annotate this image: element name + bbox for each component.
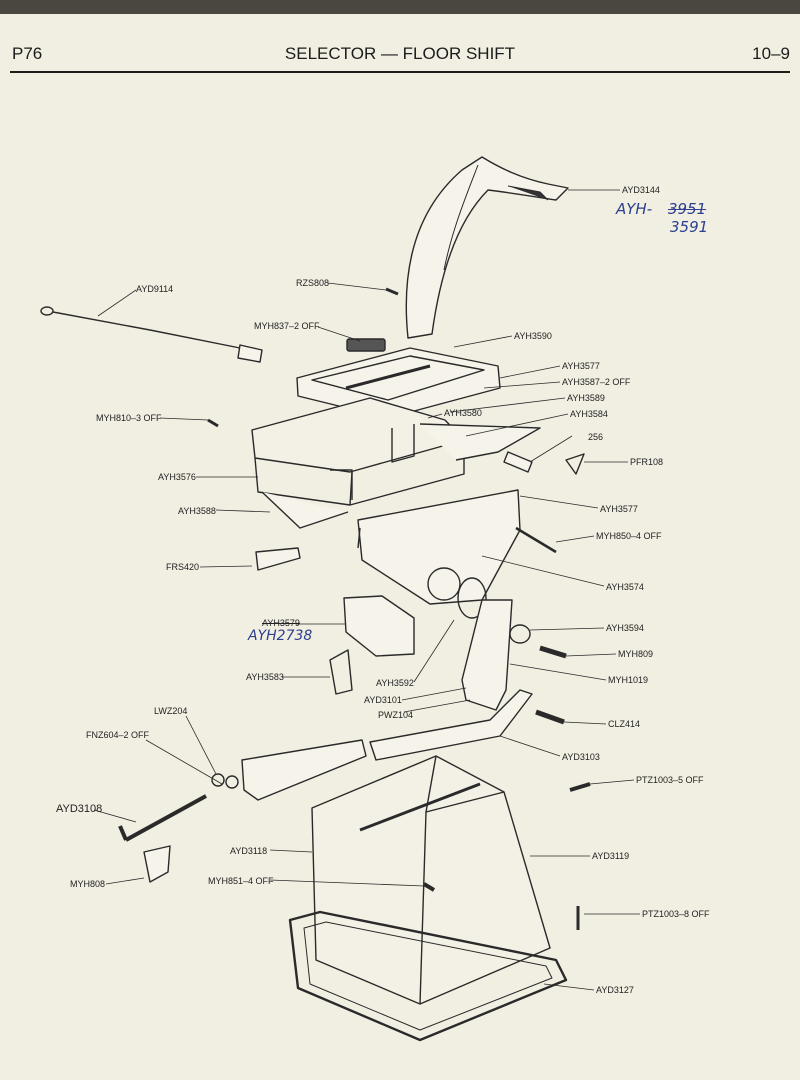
leader-lines [93, 189, 640, 991]
label-ayd3103: AYD3103 [562, 752, 600, 762]
label-pwz104: PWZ104 [378, 710, 414, 720]
selector-housing [251, 397, 541, 529]
label-myh850: MYH850–4 OFF [596, 531, 662, 541]
selector-lever [405, 156, 569, 339]
page-code: P76 [12, 44, 43, 63]
label-ayh3577-a: AYH3577 [562, 361, 600, 371]
pin-clz414 [535, 709, 565, 725]
nut-fnz604 [225, 775, 239, 789]
label-ayd9114: AYD9114 [136, 284, 174, 294]
handwritten-note-a: AYH- [616, 200, 653, 218]
label-rzs808: RZS808 [296, 278, 330, 288]
label-myh851: MYH851–4 OFF [208, 876, 274, 886]
label-ayd3118: AYD3118 [230, 846, 268, 856]
label-ayh3574: AYH3574 [606, 582, 644, 592]
screw-myh851 [422, 882, 436, 892]
label-myh837: MYH837–2 OFF [254, 321, 320, 331]
label-myh809: MYH809 [618, 649, 654, 659]
label-ayh3594: AYH3594 [606, 623, 644, 633]
gate-plate [296, 347, 501, 419]
pin-frs420 [255, 547, 301, 571]
gasket [288, 910, 568, 1042]
label-ptz1003-b: PTZ1003–8 OFF [642, 909, 710, 919]
label-ayd3119: AYD3119 [592, 851, 630, 861]
label-ayd3108: AYD3108 [56, 803, 103, 815]
scan-top-edge [0, 0, 800, 14]
label-ayh3580: AYH3580 [444, 408, 482, 418]
label-ptz1003-a: PTZ1003–5 OFF [636, 775, 704, 785]
clip-myh808 [143, 845, 171, 883]
spring [503, 451, 533, 473]
label-ayh3579: AYH3579 [262, 618, 300, 628]
washer-ayh3594 [509, 624, 531, 644]
label-pfr108: PFR108 [630, 457, 664, 467]
label-ayd3101: AYD3101 [364, 695, 402, 705]
label-ayh3592: AYH3592 [376, 678, 414, 688]
screw-ptz1003a [569, 782, 591, 792]
label-frs420: FRS420 [166, 562, 200, 572]
indicator-insert [346, 338, 386, 352]
label-clz414: CLZ414 [608, 719, 641, 729]
inhibitor-switch [329, 595, 415, 695]
washer [457, 577, 487, 619]
header-rule [10, 71, 790, 73]
label-ayh3576: AYH3576 [158, 472, 196, 482]
label-ayh3583: AYH3583 [246, 672, 284, 682]
link [241, 739, 367, 801]
label-myh1019: MYH1019 [608, 675, 649, 685]
lower-bracket [357, 489, 521, 605]
label-ayh3589: AYH3589 [567, 393, 605, 403]
pin [385, 287, 399, 296]
label-lwz204: LWZ204 [154, 706, 188, 716]
label-ayh3590: AYH3590 [514, 331, 552, 341]
console-housing [311, 755, 551, 1005]
bolt-myh850 [515, 526, 557, 554]
label-256: 256 [588, 432, 604, 442]
washer-lwz204 [211, 773, 225, 787]
clip-pfr108 [565, 453, 585, 475]
handwritten-note-strike: 3951 [668, 200, 707, 218]
label-ayh3584: AYH3584 [570, 409, 608, 419]
handwritten-note-left: AYH2738 [248, 628, 313, 644]
label-myh808: MYH808 [70, 879, 106, 889]
rod-ayd3103 [369, 689, 533, 761]
screw-myh810 [207, 418, 219, 428]
handwritten-note-b: 3591 [670, 218, 709, 236]
label-ayh3587: AYH3587–2 OFF [562, 377, 631, 387]
label-myh810: MYH810–3 OFF [96, 413, 162, 423]
label-ayh3588: AYH3588 [178, 506, 216, 516]
threaded-rod [125, 794, 207, 842]
selector-arm [461, 599, 513, 711]
label-ayd3127: AYD3127 [596, 985, 634, 995]
cable [40, 306, 263, 363]
label-fnz604: FNZ604–2 OFF [86, 730, 150, 740]
label-ayd3144: AYD3144 [622, 185, 660, 195]
page-title: SELECTOR — FLOOR SHIFT [284, 44, 516, 63]
section-number: 10–9 [752, 44, 790, 63]
bolt-myh809 [539, 645, 567, 659]
label-ayh3577-b: AYH3577 [600, 504, 638, 514]
